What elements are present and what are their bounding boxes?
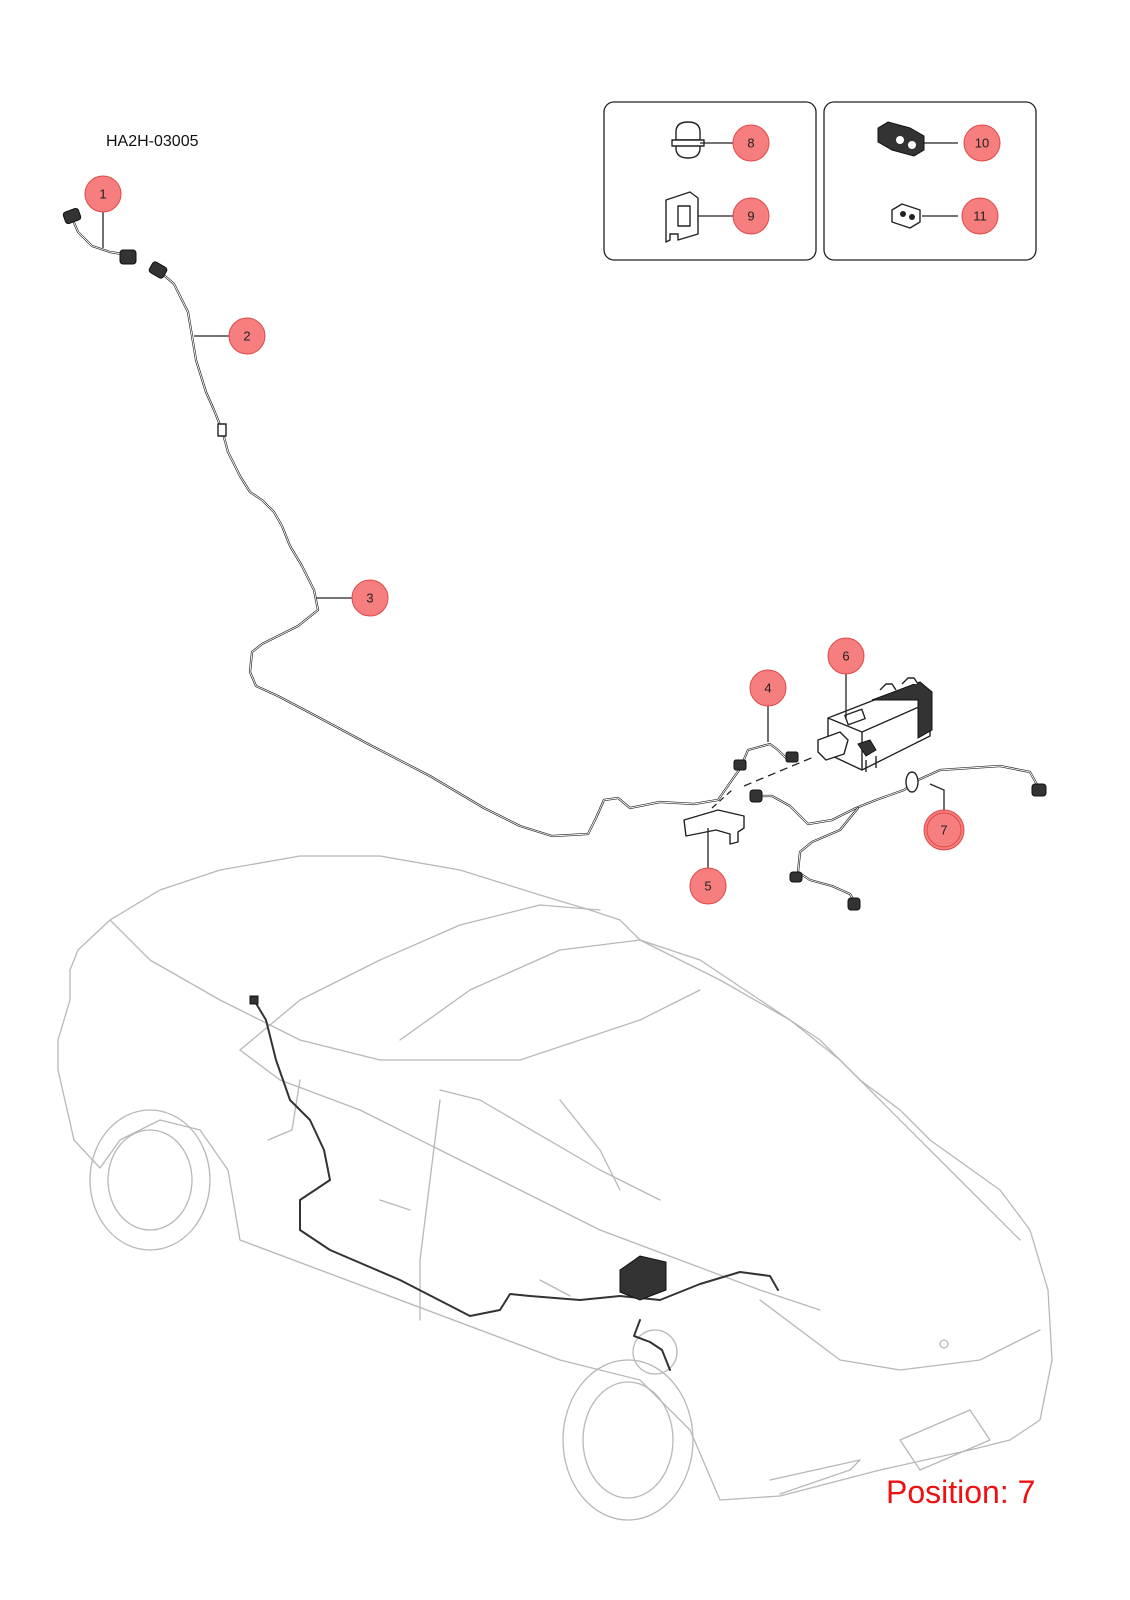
svg-text:4: 4 [764,681,771,696]
callout-11[interactable]: 11 [961,197,999,235]
tube-assembly-part-7[interactable] [749,764,1047,911]
car-outline [57,855,1053,1521]
callout-6[interactable]: 6 [827,637,865,675]
svg-text:11: 11 [973,209,987,224]
tube-part-2-3[interactable] [148,261,744,838]
clip-part-8[interactable] [671,121,705,159]
bracket-part-5[interactable] [683,809,745,845]
svg-text:3: 3 [366,591,373,606]
clip-part-10[interactable] [877,121,925,157]
callout-5[interactable]: 5 [689,867,727,905]
svg-text:7: 7 [940,823,947,838]
callout-1[interactable]: 1 [84,175,122,213]
car-routed-lines [249,995,779,1371]
callout-9[interactable]: 9 [732,197,770,235]
canister-part-6[interactable] [817,677,933,772]
bracket-part-9[interactable] [665,191,699,243]
callout-leaders [102,206,945,872]
hose-part-1[interactable] [62,207,137,265]
callout-7[interactable]: 7 [923,809,965,851]
callout-8[interactable]: 8 [732,124,770,162]
svg-text:9: 9 [747,209,754,224]
callout-3[interactable]: 3 [351,579,389,617]
assembly-dash-lines [711,755,817,809]
svg-text:10: 10 [975,136,989,151]
callout-2[interactable]: 2 [228,317,266,355]
inset-leaders [698,142,958,217]
svg-text:6: 6 [842,649,849,664]
svg-text:2: 2 [243,329,250,344]
position-label: Position: 7 [886,1474,1036,1510]
clip-part-11[interactable] [891,203,921,229]
diagram-code: HA2H-03005 [106,133,199,150]
callout-4[interactable]: 4 [749,669,787,707]
svg-text:1: 1 [99,187,106,202]
hose-part-4[interactable] [733,742,799,771]
svg-text:8: 8 [747,136,754,151]
callout-10[interactable]: 10 [963,124,1001,162]
svg-text:5: 5 [704,879,711,894]
